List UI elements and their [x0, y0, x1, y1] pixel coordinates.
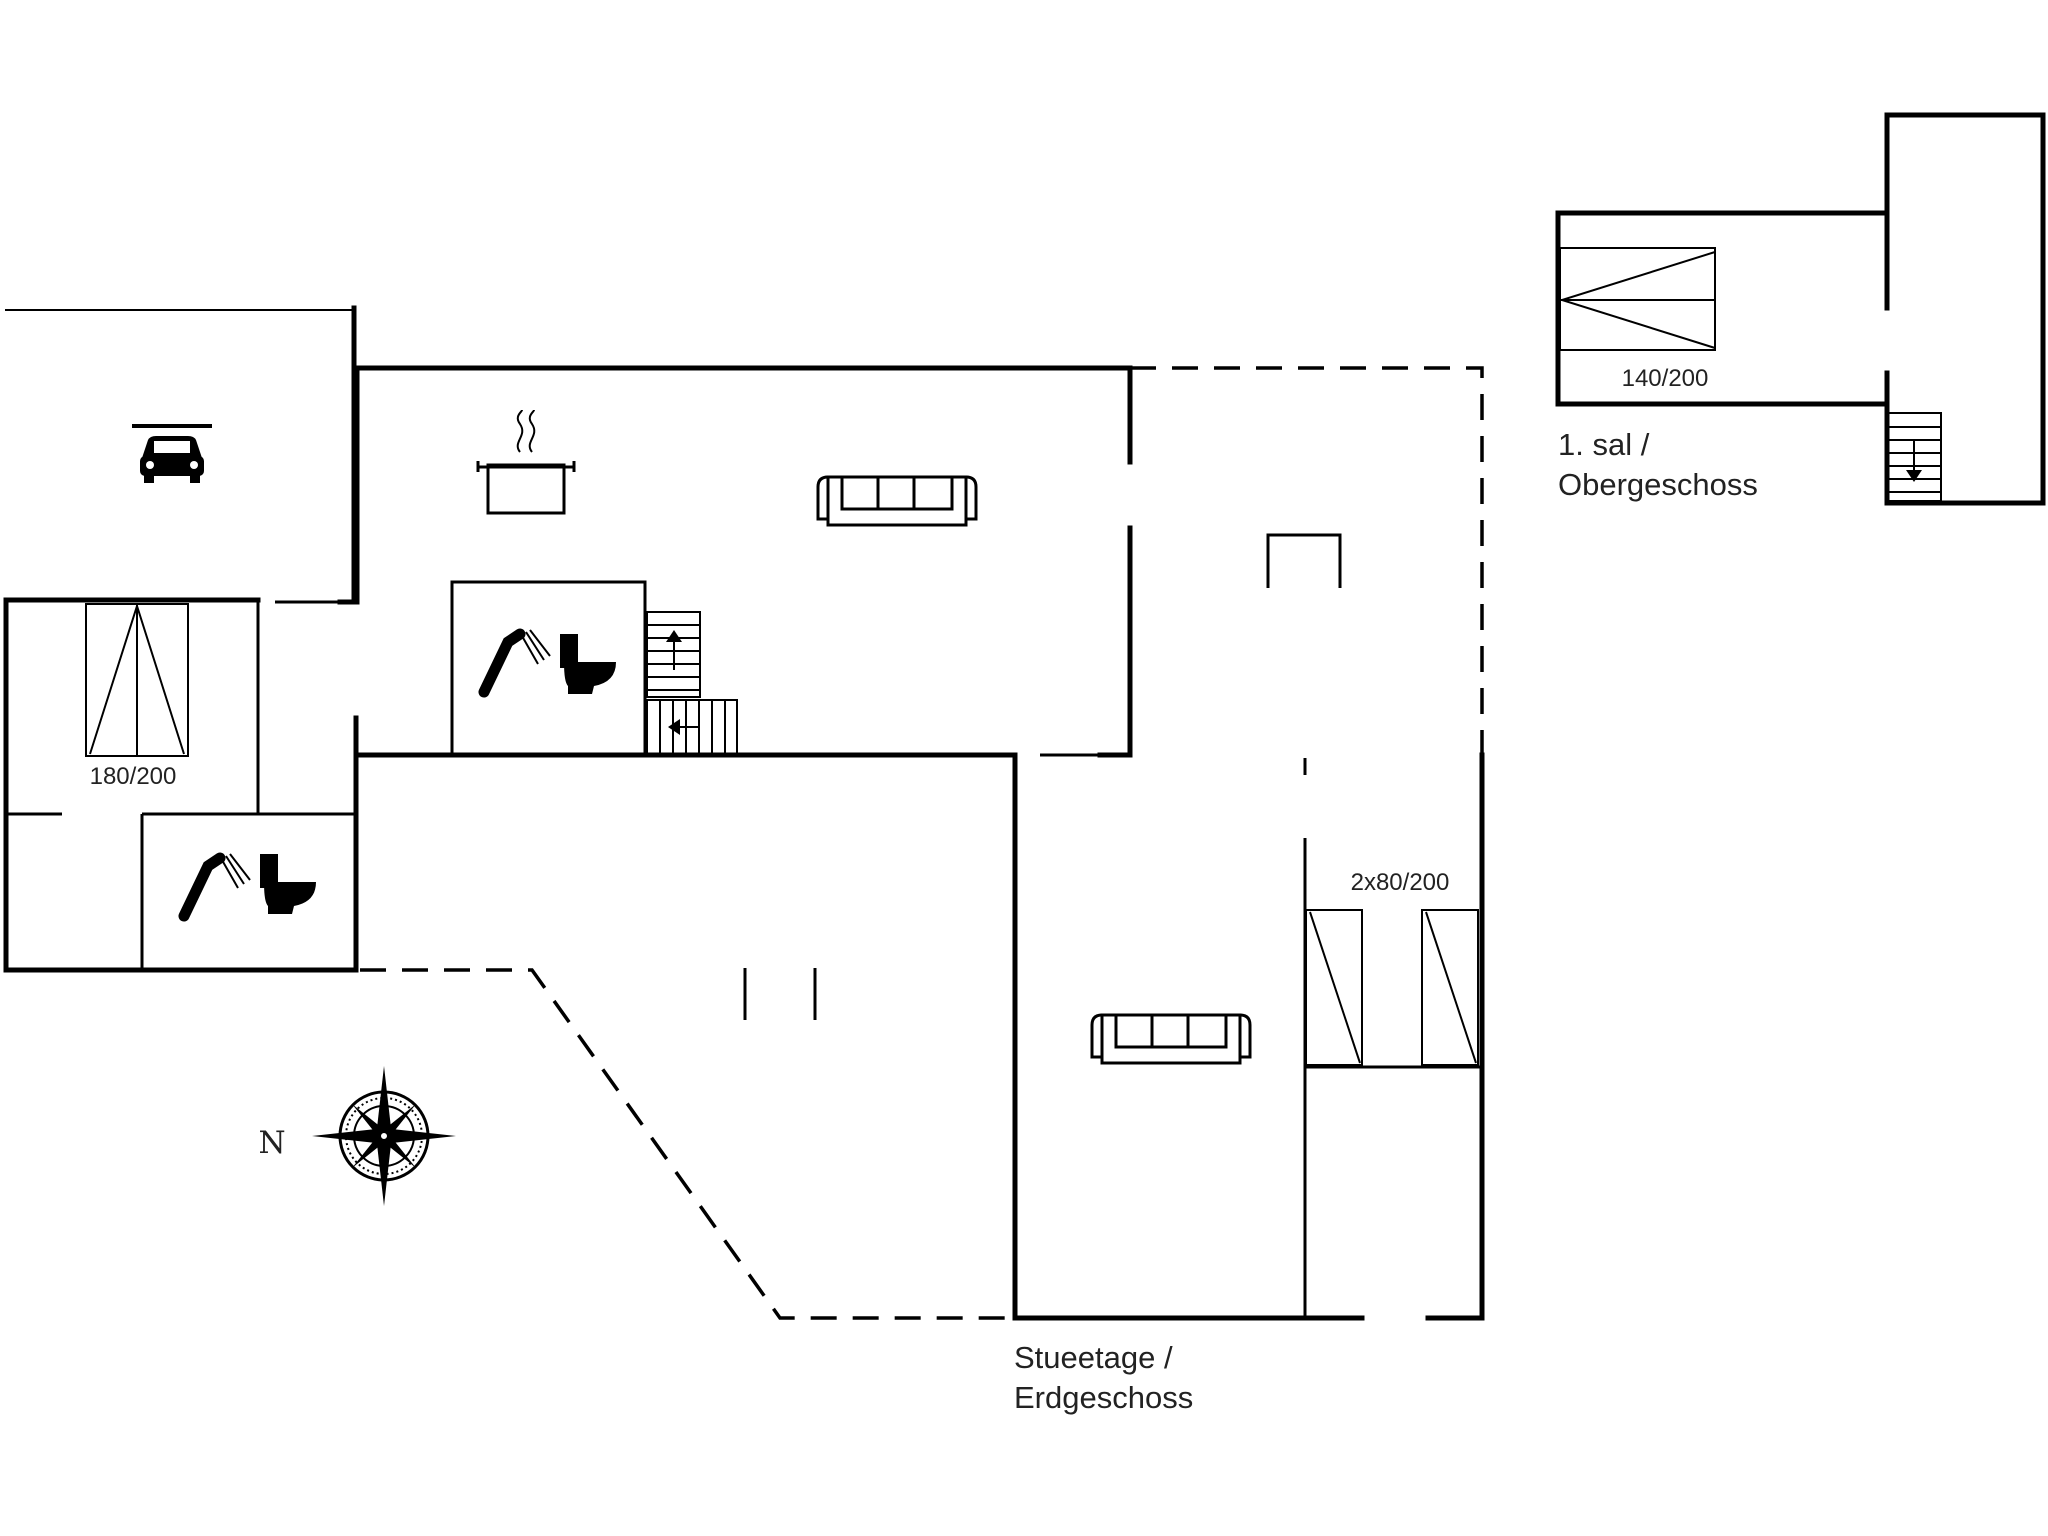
upper-floor-title: 1. sal / [1558, 427, 1650, 462]
upper-floor-subtitle: Obergeschoss [1558, 467, 1758, 502]
ground-floor [3, 305, 1485, 1321]
car-icon [132, 424, 212, 483]
ground-floor-subtitle: Erdgeschoss [1014, 1380, 1193, 1415]
bathroom-walls [450, 580, 647, 755]
bedroom-wing-walls [3, 597, 359, 973]
shower-icon [478, 628, 551, 698]
kitchen-living-walls [354, 365, 1484, 758]
stairs-icon [1887, 412, 1942, 502]
bed-size-label: 2x80/200 [1351, 869, 1450, 896]
terrace-outline [360, 968, 1012, 1320]
ground-floor-title: Stueetage / [1014, 1340, 1173, 1375]
sofa-icon [816, 475, 978, 527]
bed-icon [1558, 247, 1716, 351]
central-walls [354, 752, 1485, 1321]
toilet-icon [260, 854, 316, 914]
bed-size-label: 140/200 [1622, 365, 1709, 392]
cooking-pot-icon [476, 409, 576, 515]
bed-icon [1305, 909, 1482, 1069]
upper-floor [1555, 112, 2046, 506]
sofa-icon [1090, 1013, 1252, 1065]
fireplace-icon [1266, 533, 1342, 588]
compass-rose-icon [312, 1066, 456, 1206]
toilet-icon [560, 634, 616, 694]
bed-size-label: 180/200 [90, 763, 177, 790]
stairs-icon [646, 611, 738, 756]
partition-stubs [743, 968, 817, 1020]
compass-north-label: N [258, 1125, 285, 1161]
shower-icon [178, 852, 251, 922]
bed-icon [85, 602, 189, 757]
